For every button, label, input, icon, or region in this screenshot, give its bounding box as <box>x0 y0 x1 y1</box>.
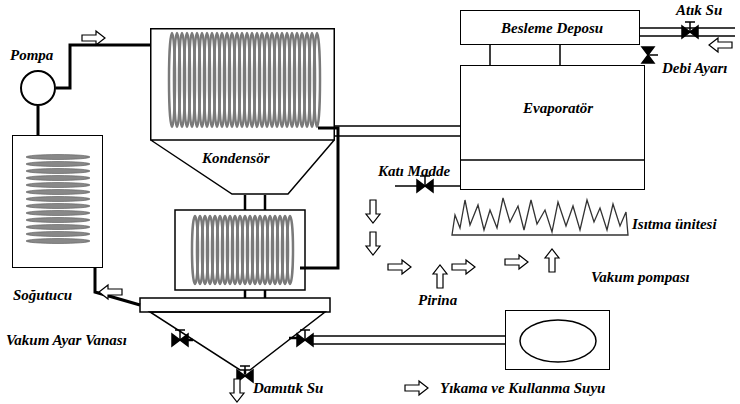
tank-box: Besleme Deposu <box>460 10 640 45</box>
part-label: Damıtık Su <box>253 380 323 397</box>
node-label: Besleme Deposu <box>501 20 603 37</box>
cooler-plate <box>26 154 90 159</box>
coil-turn <box>314 33 320 127</box>
pipe-connector <box>37 106 40 135</box>
flow-arrow <box>709 38 732 52</box>
cooler-plate <box>26 210 90 215</box>
cooler-plate <box>26 189 90 194</box>
pipe-connector <box>56 45 150 88</box>
coil-turn <box>287 216 293 284</box>
evaporator-box: Evaporatör <box>460 65 645 190</box>
flow-arrow <box>545 249 559 272</box>
vacuum-pump-box: Vakum pompası <box>505 310 610 370</box>
valve-stem <box>175 329 185 331</box>
valve-stem <box>179 330 181 340</box>
flow-arrow <box>452 260 475 274</box>
valves <box>172 22 698 382</box>
flow-arrow <box>505 255 528 269</box>
valve-stem <box>304 330 306 340</box>
flow-arrows <box>82 31 732 402</box>
node-outline <box>150 28 335 195</box>
cooler-plate <box>26 175 90 180</box>
part-label: Pirina <box>418 292 457 309</box>
flow-arrow <box>230 379 244 402</box>
node-label: Soğutucu <box>13 287 72 304</box>
node-outline <box>12 135 103 268</box>
condenser-box: Kondensör <box>150 28 335 195</box>
node-label: Evaporatör <box>523 100 593 117</box>
flow-arrow <box>366 232 380 255</box>
cooler-plate <box>26 168 90 173</box>
flow-arrow <box>82 31 105 45</box>
cooler-plate <box>26 231 90 236</box>
flow-arrow <box>388 260 411 274</box>
part-label: Vakum Ayar Vanası <box>6 332 127 349</box>
flow-arrow <box>366 200 380 223</box>
valve-stem <box>689 22 691 32</box>
part-label: Yıkama ve Kullanma Suyu <box>440 380 605 397</box>
cooler-plate <box>26 224 90 229</box>
part-label: Isıtma ünitesi <box>632 216 717 233</box>
cooler-plate <box>26 238 90 243</box>
pipe-connector <box>490 45 560 65</box>
condenser-coil <box>169 33 320 127</box>
pump-circle: Pompa <box>20 70 56 106</box>
condenser-outline <box>151 29 335 194</box>
heating-flames <box>452 198 628 235</box>
flow-arrow <box>433 265 447 288</box>
cooler-plate <box>26 161 90 166</box>
pipe-connector <box>335 126 460 136</box>
flow-arrow <box>405 381 428 395</box>
node-label: Vakum pompası <box>591 269 690 286</box>
part-label: Atık Su <box>676 2 722 19</box>
cooler-plate <box>26 182 90 187</box>
cooler-plate <box>26 196 90 201</box>
pipes <box>95 28 735 374</box>
valve-stem <box>300 329 310 331</box>
node-label: Pompa <box>10 47 53 64</box>
part-label: Debi Ayarı <box>662 60 727 77</box>
small-coil <box>192 216 293 284</box>
valve-stem <box>240 365 250 367</box>
flow-arrow <box>99 285 122 299</box>
valve-stem <box>244 366 246 376</box>
part-label: Katı Madde <box>378 163 450 180</box>
valve-stem <box>648 54 658 56</box>
cooler-plate <box>26 217 90 222</box>
node-label: Kondensör <box>202 150 270 167</box>
valve-stem <box>685 21 695 23</box>
cooler-box: Soğutucu <box>12 135 103 268</box>
node-outline <box>505 310 610 370</box>
cooler-plate <box>26 203 90 208</box>
pump-body <box>520 320 596 362</box>
